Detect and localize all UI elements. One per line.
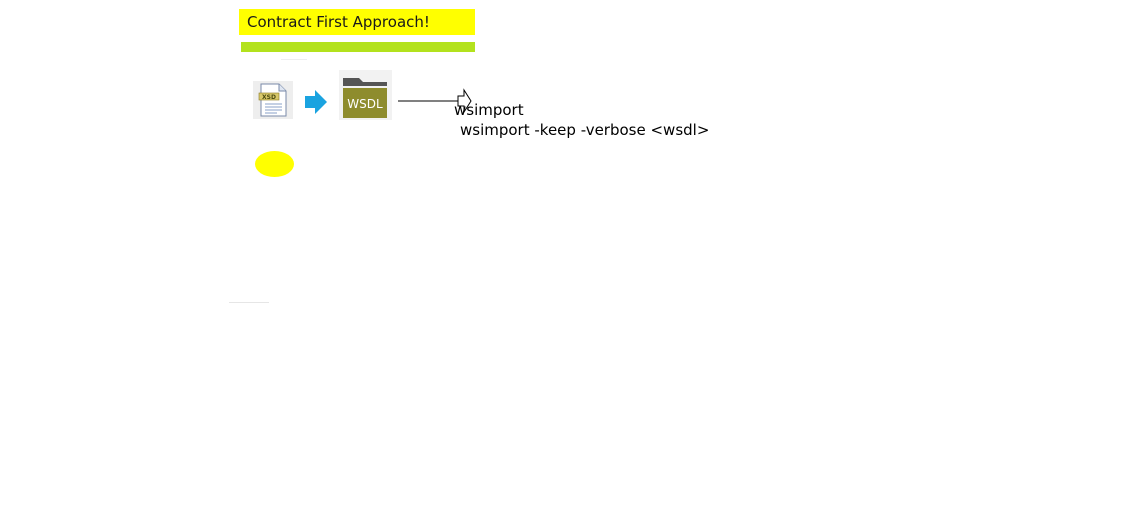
- divider-line: [229, 302, 269, 303]
- xsd-file-icon: XSD: [253, 81, 293, 119]
- divider-line: [281, 59, 307, 60]
- arrow-right-icon: [305, 90, 327, 114]
- wsdl-folder-icon: WSDL: [339, 70, 392, 120]
- connector-label: wsimport: [454, 101, 524, 119]
- title-banner: Contract First Approach!: [239, 9, 475, 35]
- accent-bar: [241, 42, 475, 52]
- hollow-arrow-icon: [398, 88, 472, 114]
- wsdl-icon-label: WSDL: [347, 97, 383, 111]
- yellow-ellipse: [255, 151, 294, 177]
- xsd-icon-label: XSD: [262, 94, 276, 101]
- command-text: wsimport -keep -verbose <wsdl>: [460, 121, 710, 139]
- diagram-title: Contract First Approach!: [247, 13, 430, 31]
